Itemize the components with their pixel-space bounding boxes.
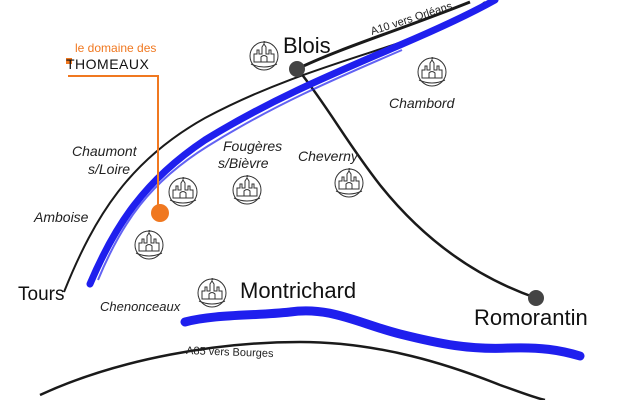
castle-icon[interactable] bbox=[134, 229, 164, 260]
location-marker-icon[interactable] bbox=[151, 204, 169, 222]
river-loire bbox=[86, 0, 499, 288]
castle-icon[interactable] bbox=[232, 174, 262, 205]
domain-pointer-tick bbox=[66, 58, 72, 64]
place-label-chaumont-sub: s/Loire bbox=[88, 161, 131, 177]
road-label-a10: A10 vers Orléans bbox=[369, 0, 454, 38]
place-label-amboise: Amboise bbox=[34, 209, 89, 225]
castle-icon[interactable] bbox=[197, 277, 227, 308]
domain-pointer-line bbox=[68, 75, 159, 210]
place-label-chaumont: Chaumont bbox=[72, 143, 137, 159]
place-label-cheverny: Cheverny bbox=[298, 148, 358, 164]
town-label-montrichard: Montrichard bbox=[240, 278, 357, 303]
domain-name-line1: le domaine des bbox=[75, 41, 157, 55]
city-dot-icon bbox=[528, 290, 544, 306]
town-label-tours: Tours bbox=[18, 284, 65, 305]
domain-name-line2: THOMEAUX bbox=[66, 56, 150, 72]
place-label-fougeres-sub: s/Bièvre bbox=[218, 155, 269, 171]
road-label-a85: A85 vers Bourges bbox=[186, 345, 274, 360]
road-a85 bbox=[39, 340, 546, 400]
castle-icon[interactable] bbox=[334, 167, 364, 198]
town-label-blois: Blois bbox=[283, 33, 331, 58]
town-label-romorantin: Romorantin bbox=[474, 305, 588, 330]
castle-icon[interactable] bbox=[168, 176, 198, 207]
city-dot-icon bbox=[289, 61, 305, 77]
river-loire-edge bbox=[97, 49, 403, 281]
castle-icon[interactable] bbox=[249, 40, 279, 71]
place-label-chambord: Chambord bbox=[389, 95, 455, 111]
road-blois-romorantin bbox=[299, 71, 537, 300]
place-label-chenonceaux: Chenonceaux bbox=[100, 299, 181, 314]
castle-icon[interactable] bbox=[417, 56, 447, 87]
river-cher bbox=[180, 306, 585, 361]
place-label-fougeres: Fougères bbox=[223, 138, 283, 154]
road-a10-lower bbox=[294, 0, 471, 72]
